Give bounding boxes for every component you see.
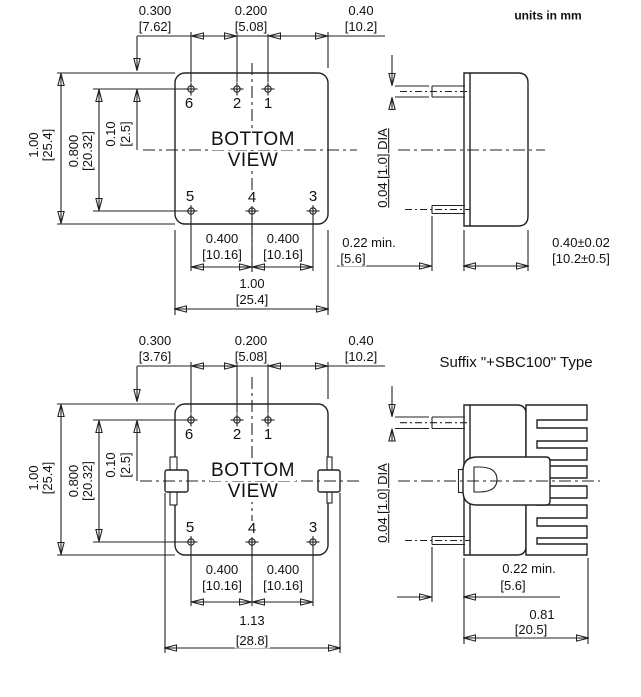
label-lower-side_dims-heatsink_depth_in: 0.81 bbox=[528, 607, 556, 623]
label-lower-pins-pin1: 1 bbox=[262, 426, 274, 444]
label-upper-pins-pin2: 2 bbox=[231, 95, 243, 113]
label-lower-bottom_dims-pin4_to_pin3_in: 0.400 bbox=[265, 562, 301, 578]
label-upper-left_dims-pin_row_span_mm: [20.32] bbox=[80, 130, 96, 172]
label-upper-view_title-line1: BOTTOM bbox=[210, 129, 296, 151]
label-upper-pins-pin5: 5 bbox=[184, 188, 196, 206]
label-upper-bottom_dims-pin5_to_pin4_in: 0.400 bbox=[204, 231, 240, 247]
label-upper-bottom_dims-body_width_mm: [25.4] bbox=[234, 292, 270, 308]
label-upper-left_dims-edge_to_pin_in: 0.10 bbox=[103, 120, 119, 148]
label-upper-left_dims-body_height_mm: [25.4] bbox=[40, 127, 56, 163]
label-lower-top_dims-pin6_to_pin2_mm: [3.76] bbox=[137, 349, 173, 365]
label-upper-left_dims-body_height_in: 1.00 bbox=[26, 131, 42, 159]
label-upper-pins-pin4: 4 bbox=[246, 189, 258, 207]
label-upper-top_dims-pin2_to_pin1_in: 0.200 bbox=[233, 3, 269, 19]
label-lower-bottom_dims-pin4_to_pin3_mm: [10.16] bbox=[262, 578, 304, 594]
label-lower-bottom_dims-overall_width_mm: [28.8] bbox=[234, 633, 270, 649]
label-lower-left_dims-pin_row_span_in: 0.800 bbox=[66, 463, 82, 499]
label-upper-side_dims-lead_length_in: 0.22 min. bbox=[341, 235, 397, 251]
label-upper-pins-pin6: 6 bbox=[183, 95, 195, 113]
label-upper-side_dims-body_depth_in: 0.40±0.02 bbox=[551, 235, 611, 251]
label-notes-units: units in mm bbox=[513, 8, 583, 23]
label-lower-top_dims-pin2_to_pin1_mm: [5.08] bbox=[233, 349, 269, 365]
label-lower-top_dims-pin1_to_edge_mm: [10.2] bbox=[343, 349, 379, 365]
label-lower-view_title-line2: VIEW bbox=[226, 481, 280, 503]
label-lower-left_dims-edge_to_pin_mm: [2.5] bbox=[118, 451, 134, 479]
label-upper-pins-pin1: 1 bbox=[262, 95, 274, 113]
label-lower-top_dims-pin6_to_pin2_in: 0.300 bbox=[137, 333, 173, 349]
label-upper-side_dims-lead_length_mm: [5.6] bbox=[339, 251, 367, 267]
label-lower-bottom_dims-overall_width_in: 1.13 bbox=[238, 613, 266, 629]
label-upper-top_dims-pin2_to_pin1_mm: [5.08] bbox=[233, 19, 269, 35]
label-lower-top_dims-pin1_to_edge_in: 0.40 bbox=[347, 333, 375, 349]
label-lower-side_dims-heatsink_depth_mm: [20.5] bbox=[513, 622, 549, 638]
label-lower-view_title-line1: BOTTOM bbox=[210, 460, 296, 482]
label-lower-bottom_dims-pin5_to_pin4_mm: [10.16] bbox=[201, 578, 243, 594]
label-lower-side_dims-lead_length_mm: [5.6] bbox=[499, 578, 527, 594]
label-upper-top_dims-pin1_to_edge_mm: [10.2] bbox=[343, 19, 379, 35]
label-upper-bottom_dims-pin4_to_pin3_mm: [10.16] bbox=[262, 247, 304, 263]
label-lower-left_dims-body_height_mm: [25.4] bbox=[40, 460, 56, 496]
label-upper-side_dims-lead_dia: 0.04 [1.0] DIA bbox=[375, 127, 391, 209]
label-lower-left_dims-body_height_in: 1.00 bbox=[26, 464, 42, 492]
label-upper-top_dims-pin6_to_pin2_in: 0.300 bbox=[137, 3, 173, 19]
label-lower-pins-pin4: 4 bbox=[246, 520, 258, 538]
label-upper-side_dims-body_depth_mm: [10.2±0.5] bbox=[551, 251, 611, 267]
label-lower-top_dims-pin2_to_pin1_in: 0.200 bbox=[233, 333, 269, 349]
label-upper-left_dims-edge_to_pin_mm: [2.5] bbox=[118, 120, 134, 148]
label-lower-pins-pin2: 2 bbox=[231, 426, 243, 444]
label-lower-bottom_dims-pin5_to_pin4_in: 0.400 bbox=[204, 562, 240, 578]
clip-hole bbox=[473, 466, 498, 493]
label-lower-pins-pin6: 6 bbox=[183, 426, 195, 444]
label-upper-top_dims-pin1_to_edge_in: 0.40 bbox=[347, 3, 375, 19]
label-lower-side_dims-lead_dia: 0.04 [1.0] DIA bbox=[375, 462, 391, 544]
label-notes-variant: Suffix "+SBC100" Type bbox=[438, 354, 594, 372]
label-upper-bottom_dims-pin4_to_pin3_in: 0.400 bbox=[265, 231, 301, 247]
label-upper-pins-pin3: 3 bbox=[307, 188, 319, 206]
label-upper-bottom_dims-pin5_to_pin4_mm: [10.16] bbox=[201, 247, 243, 263]
label-upper-bottom_dims-body_width_in: 1.00 bbox=[238, 276, 266, 292]
lower-side-view bbox=[392, 386, 600, 644]
label-upper-view_title-line2: VIEW bbox=[226, 150, 280, 172]
upper-side-view bbox=[337, 55, 545, 271]
label-upper-left_dims-pin_row_span_in: 0.800 bbox=[66, 133, 82, 169]
label-lower-pins-pin5: 5 bbox=[184, 519, 196, 537]
label-lower-left_dims-edge_to_pin_in: 0.10 bbox=[103, 451, 119, 479]
label-lower-side_dims-lead_length_in: 0.22 min. bbox=[501, 561, 557, 577]
label-upper-top_dims-pin6_to_pin2_mm: [7.62] bbox=[137, 19, 173, 35]
label-lower-pins-pin3: 3 bbox=[307, 519, 319, 537]
label-lower-left_dims-pin_row_span_mm: [20.32] bbox=[80, 460, 96, 502]
